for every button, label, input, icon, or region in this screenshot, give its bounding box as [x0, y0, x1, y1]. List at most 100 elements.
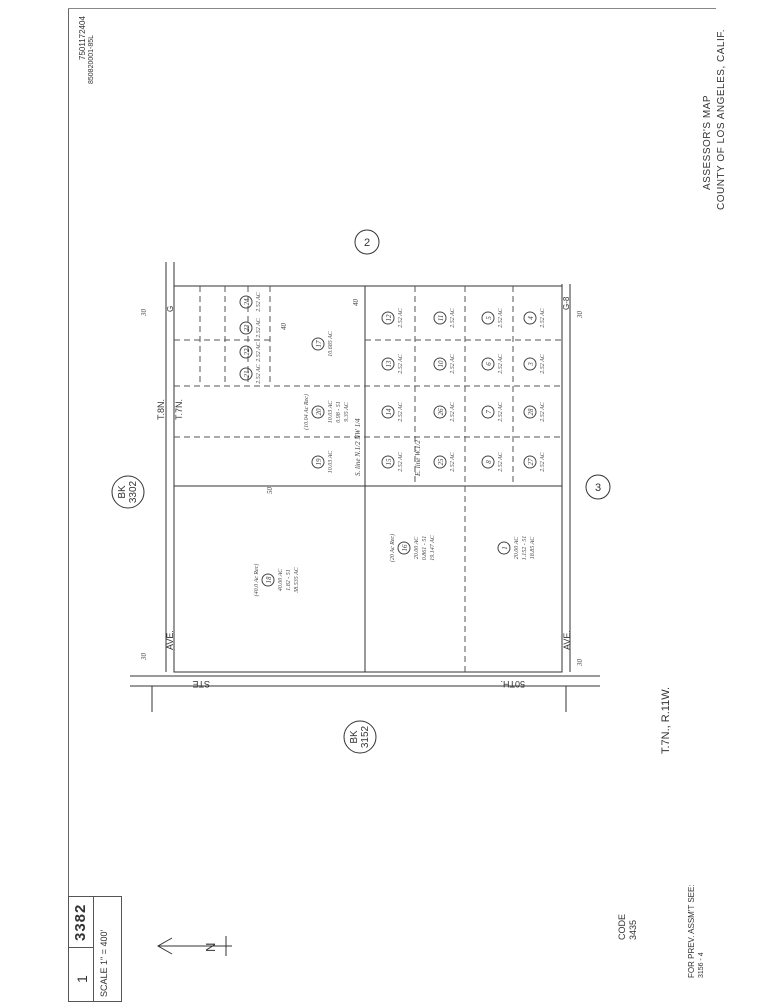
- book-ref-3152: BK 3152: [343, 720, 377, 754]
- parcel-1-sub1: 20.00 AC: [514, 536, 520, 560]
- dim-40-mid: 40: [352, 299, 360, 307]
- parcel-18-number: 18: [265, 576, 273, 584]
- parcel-5-area: 2.52 AC: [498, 307, 504, 328]
- street-suffix-top: STE: [192, 679, 210, 689]
- sheet-left-border: [68, 8, 69, 1000]
- lot-line-e-line: E. line W.1/2: [414, 440, 422, 477]
- street-ave-left: AVE.: [165, 630, 175, 650]
- township-t8n: T.8N.: [156, 399, 166, 420]
- parcel-8-area: 2.52 AC: [498, 451, 504, 472]
- parcel-18-sub1: 40.00 AC: [277, 568, 284, 592]
- parcel-13-area: 2.52 AC: [398, 353, 404, 374]
- parcel-22: 22 2.52 AC: [239, 341, 262, 362]
- street-g-left: G: [166, 306, 175, 312]
- parcel-12-number: 12: [385, 314, 393, 322]
- dashed-lot-lines: [174, 286, 562, 672]
- parcel-18-area: (40.0 Ac Rec): [253, 564, 260, 597]
- parcel-25: 25 2.52 AC: [433, 451, 456, 472]
- parcel-23-number: 23: [243, 324, 251, 332]
- page-circle-2-label: 2: [364, 237, 370, 249]
- book-ref-3302-number: 3302: [128, 480, 139, 503]
- parcel-4-circle: [523, 311, 537, 325]
- parcel-12-area: 2.52 AC: [398, 307, 404, 328]
- parcel-20-area: (10.04 Ac Rec): [303, 394, 310, 430]
- book-ref-3152-label: BK: [349, 730, 360, 744]
- parcel-27-circle: [523, 455, 537, 469]
- book-ref-3302: BK 3302: [111, 475, 145, 509]
- dim-30-left-top: 30: [140, 309, 148, 318]
- parcel-11-area: 2.52 AC: [450, 307, 456, 328]
- parcel-21-area: 2.52 AC: [256, 363, 262, 384]
- parcel-15-number: 15: [385, 458, 393, 466]
- book-ref-3152-number: 3152: [360, 725, 371, 748]
- sheet-top-border: [68, 8, 716, 9]
- parcel-6-number: 6: [485, 362, 493, 366]
- parcel-24-number: 24: [243, 298, 251, 306]
- parcel-11-circle: [433, 311, 447, 325]
- parcel-7-area: 2.52 AC: [498, 401, 504, 422]
- parcel-28-circle: [523, 405, 537, 419]
- parcel-5: 5 2.52 AC: [481, 307, 504, 328]
- parcel-12: 12 2.52 AC: [381, 307, 404, 328]
- parcel-18-sub3: 38.535 AC: [294, 566, 300, 594]
- parcel-26-circle: [433, 405, 447, 419]
- parcel-5-number: 5: [485, 316, 493, 320]
- parcel-16-number: 16: [401, 544, 409, 552]
- parcel-17: 17 10.685 AC: [311, 330, 334, 357]
- page-circle-3: 3: [585, 474, 611, 500]
- parcel-3-number: 3: [527, 362, 535, 367]
- parcel-27-number: 27: [527, 458, 535, 466]
- parcel-19-circle: [311, 455, 325, 469]
- parcel-23-area: 2.52 AC: [256, 317, 262, 338]
- parcel-22-number: 22: [243, 348, 251, 356]
- parcel-21-number: 21: [243, 371, 251, 378]
- parcel-4-area: 2.52 AC: [540, 307, 546, 328]
- parcel-20-number: 20: [315, 408, 323, 416]
- parcel-25-area: 2.52 AC: [450, 451, 456, 472]
- parcel-20-sub2: 0.98 - 51: [336, 401, 342, 423]
- parcel-1-number: 1: [501, 546, 509, 550]
- page-circle-2: 2: [354, 229, 380, 255]
- street-ave-right: AVE.: [562, 630, 572, 650]
- parcel-25-number: 25: [437, 458, 445, 466]
- parcel-1: 1 20.00 AC 1.152 - 51 18.85 AC: [497, 536, 536, 560]
- parcel-4-number: 4: [527, 316, 535, 320]
- parcel-10-area: 2.52 AC: [450, 353, 456, 374]
- title-block: 3382 1 SCALE 1" = 400': [68, 896, 122, 1002]
- parcel-16-sub3: 19.147 AC: [429, 534, 436, 561]
- parcel-7-circle: [481, 405, 495, 419]
- parcel-3-area: 2.52 AC: [540, 353, 546, 374]
- parcel-19-area: 10.03 AC: [328, 450, 334, 474]
- parcel-20: 20 (10.04 Ac Rec) 10.03 AC 0.98 - 51 9.3…: [303, 394, 350, 430]
- parcel-10-circle: [433, 357, 447, 371]
- parcel-13: 13 2.52 AC: [381, 353, 404, 374]
- dim-50-mid: 50: [266, 487, 274, 495]
- parcel-16-sub2: 0.861 - 51: [422, 536, 428, 561]
- parcel-11: 11 2.52 AC: [433, 307, 456, 328]
- parcel-24-circle: [239, 295, 253, 309]
- parcel-3: 3 2.52 AC: [523, 353, 546, 374]
- parcel-10-number: 10: [437, 360, 445, 368]
- parcel-14-area: 2.52 AC: [398, 401, 404, 422]
- parcel-11-number: 11: [437, 315, 445, 321]
- parcel-13-number: 13: [385, 360, 393, 368]
- parcel-5-circle: [481, 311, 495, 325]
- parcel-6-area: 2.52 AC: [498, 353, 504, 374]
- parcel-21-circle: [239, 367, 253, 381]
- parcel-20-sub3: 9.35 AC: [344, 401, 350, 422]
- parcel-16-sub1: 20.00 AC: [414, 536, 420, 560]
- page-circle-3-label: 3: [595, 482, 601, 494]
- parcel-boundaries: [173, 285, 563, 673]
- parcel-22-area: 2.52 AC: [256, 341, 262, 362]
- dim-40-parcel-17: 40: [280, 323, 288, 331]
- parcel-18-sub2: 1.82 - 51: [286, 569, 292, 591]
- parcel-1-sub3: 18.85 AC: [530, 536, 536, 560]
